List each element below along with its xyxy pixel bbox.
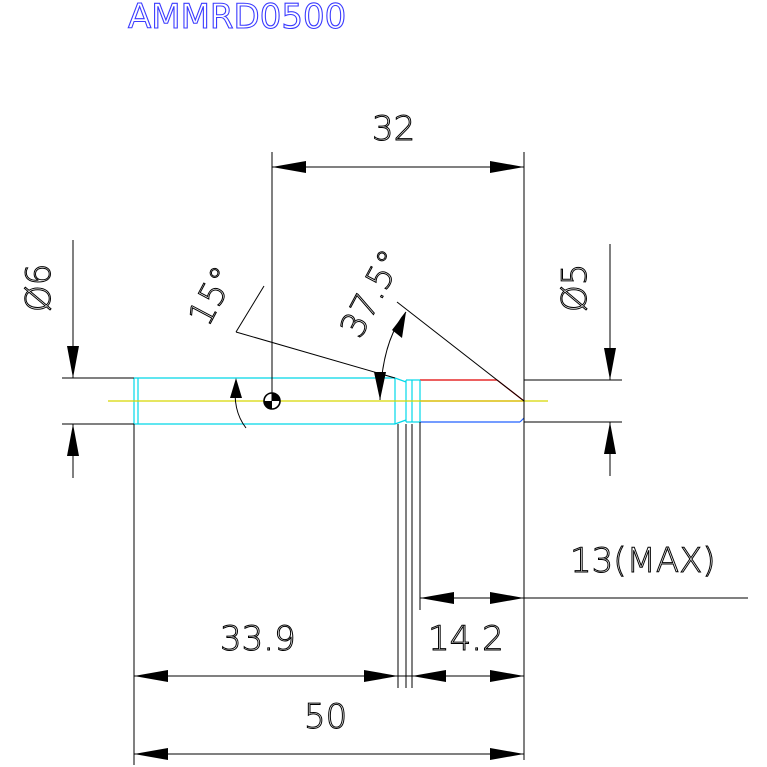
label-dia-6: Ø6: [19, 264, 59, 312]
label-32: 32: [372, 109, 415, 149]
label-angle-15: 15°: [181, 260, 245, 332]
dimension-dia-5: [524, 244, 622, 476]
label-13-max: 13(MAX): [570, 541, 716, 581]
drawing-title: AMMRD0500: [128, 0, 346, 37]
dimension-32: [271, 152, 525, 760]
label-14-2: 14.2: [428, 619, 504, 659]
dimension-dia-6: [62, 240, 134, 478]
dimension-13-max: [419, 422, 748, 610]
part-outline: [108, 377, 548, 425]
label-33-9: 33.9: [220, 619, 296, 659]
dimension-33-9: [133, 424, 524, 765]
dimension-50: [134, 748, 524, 760]
dimension-14-2: [412, 670, 524, 682]
angle-37-5: [374, 301, 525, 402]
angle-15: [230, 285, 396, 429]
label-50: 50: [304, 697, 347, 737]
label-dia-5: Ø5: [555, 264, 595, 312]
